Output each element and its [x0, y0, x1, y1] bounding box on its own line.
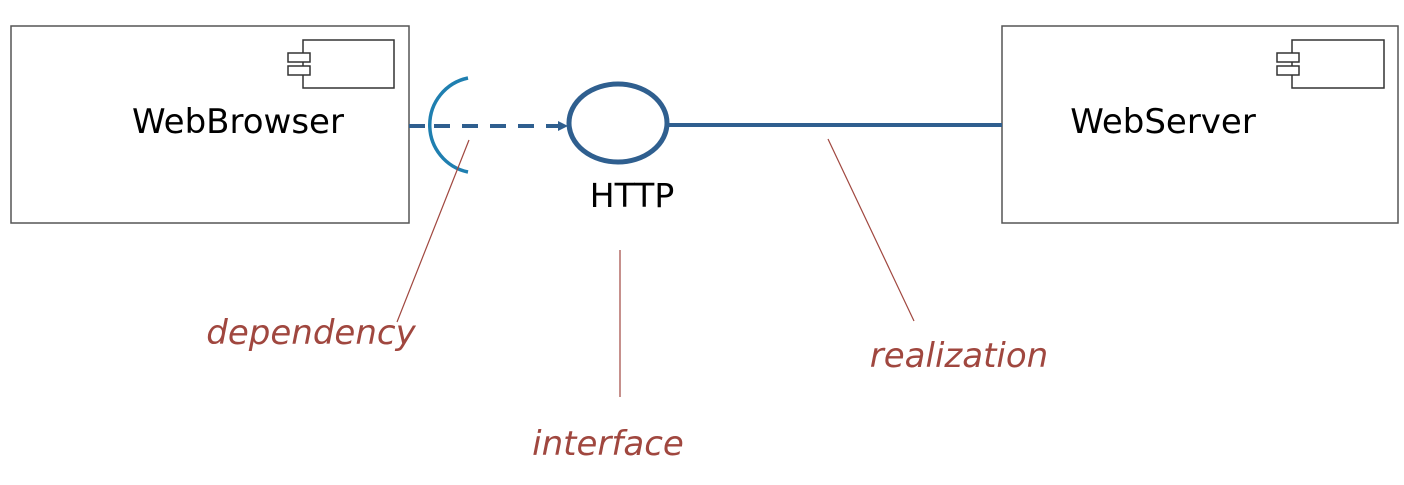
- webbrowser-label: WebBrowser: [132, 102, 344, 142]
- webserver-component[interactable]: WebServer: [1001, 25, 1399, 224]
- http-label: HTTP: [590, 176, 674, 215]
- uml-component-icon: [1276, 39, 1385, 89]
- interface-annotation: interface: [532, 424, 684, 464]
- realization-annotation: realization: [870, 336, 1048, 376]
- realization-pointer: [827, 138, 915, 322]
- dependency-pointer: [396, 139, 470, 323]
- dependency-annotation: dependency: [206, 313, 416, 353]
- uml-component-icon: [287, 39, 395, 89]
- webbrowser-component[interactable]: WebBrowser: [10, 25, 410, 224]
- http-interface-ball[interactable]: [566, 81, 670, 165]
- socket-arc: [428, 76, 469, 174]
- webserver-label: WebServer: [1070, 102, 1256, 142]
